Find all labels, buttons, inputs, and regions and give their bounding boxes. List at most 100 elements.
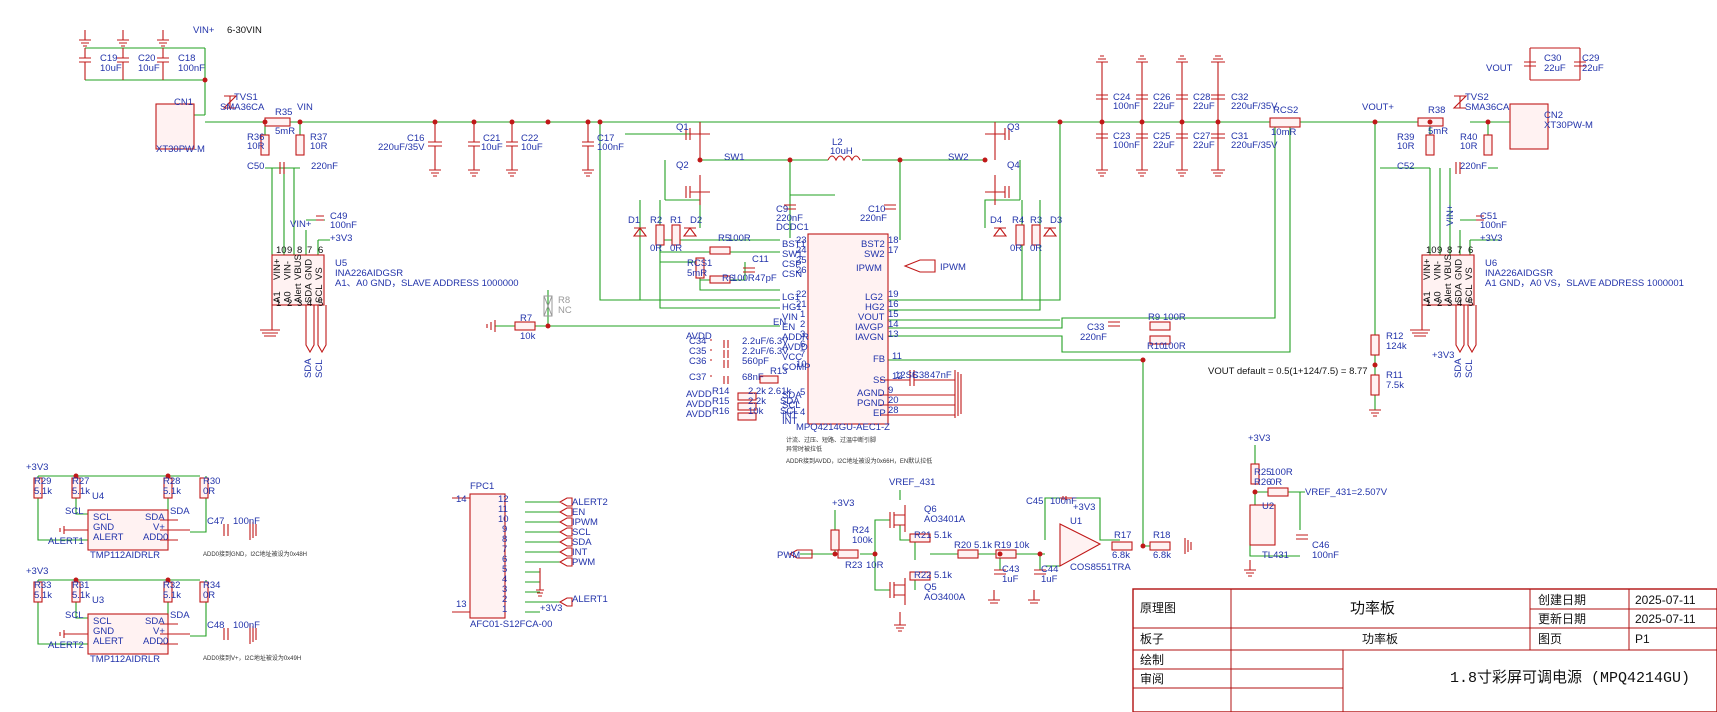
component-label: 6-30VIN — [227, 25, 262, 36]
component-label: 18 — [888, 235, 899, 246]
component-label: AVDD — [686, 389, 712, 400]
note-text: 计流、过压、短路、过温中断引脚 — [786, 436, 876, 444]
project-title: 1.8寸彩屏可调电源 (MPQ4214GU) — [1450, 669, 1690, 687]
component-label: 10 — [498, 514, 509, 525]
resistor-r21 — [909, 533, 931, 543]
ground-symbols-top — [79, 30, 169, 47]
component-label: R25 — [1254, 467, 1271, 478]
component-label: PWM — [777, 550, 800, 561]
component-label: 0R — [670, 243, 682, 254]
component-label: RCS2 — [1273, 105, 1298, 116]
ina-pin-name: SCL — [314, 285, 325, 303]
component-label: 0R — [203, 590, 215, 601]
component-label: 7.5k — [1386, 380, 1404, 391]
component-label: C20 — [138, 53, 155, 64]
resistor-r33 — [33, 581, 43, 603]
component-label: 5.1k — [934, 530, 952, 541]
component-label: TVS2 — [1465, 92, 1489, 103]
ina-pin-name: VIN+ — [272, 258, 283, 280]
ina-pin-name: SDA — [304, 283, 315, 303]
component-label: 1uF — [1002, 574, 1019, 585]
component-label: PWM — [572, 557, 595, 568]
component-label: 6.8k — [1153, 550, 1171, 561]
component-label: 10k — [748, 406, 764, 417]
component-label: V+ — [153, 626, 165, 637]
component-label: +3V3 — [1073, 502, 1095, 513]
component-label: 100R — [1163, 341, 1186, 352]
component-label: 5mR — [1428, 126, 1448, 137]
component-label: L2 — [832, 137, 843, 148]
pin-number: 5 — [318, 298, 323, 309]
component-label: C34 — [689, 336, 706, 347]
component-label: SCL — [782, 400, 800, 411]
component-label: EP — [873, 408, 886, 419]
component-label: R18 — [1153, 530, 1170, 541]
board-value: 功率板 — [1362, 631, 1398, 646]
component-label: C47 — [207, 516, 224, 527]
component-label: AVDD — [686, 399, 712, 410]
component-label: 2.61k — [768, 386, 791, 397]
resistor-r29 — [33, 477, 43, 499]
pin-number: 10 — [276, 245, 287, 256]
component-label: TL431 — [1262, 550, 1289, 561]
component-label: 100nF — [597, 142, 624, 153]
component-label: C17 — [597, 133, 614, 144]
pin-number: 4 — [307, 298, 312, 309]
component-label: AO3401A — [924, 514, 966, 525]
component-label: C49 — [330, 211, 347, 222]
component-label: C21 — [483, 133, 500, 144]
resistor-r25 — [1250, 463, 1260, 485]
component-label: 9 — [502, 524, 507, 535]
component-label: CSP — [782, 259, 802, 270]
component-label: C36 — [689, 356, 706, 367]
ground-r7 — [486, 320, 496, 332]
component-label: U1 — [1070, 516, 1082, 527]
tvs-diode-tvs1 — [222, 95, 238, 109]
component-label: 12SS — [895, 370, 918, 381]
ina-pin-name: GND — [304, 259, 315, 280]
opamp-u1 — [1059, 523, 1102, 567]
component-label: 10uH — [830, 146, 853, 157]
pin-number: 1 — [1426, 298, 1431, 309]
capacitor-c19 — [79, 48, 91, 80]
title-block: 原理图 功率板 创建日期 2025-07-11 更新日期 2025-07-11 … — [1132, 588, 1717, 712]
component-label: R5 — [718, 233, 730, 244]
component-label: R36 — [247, 132, 264, 143]
component-label: XT30PW-M — [1544, 120, 1593, 131]
ic-u5-ina226 — [271, 254, 325, 306]
component-label: VOUT — [1486, 63, 1513, 74]
updated-label: 更新日期 — [1538, 611, 1586, 626]
component-label: 12 — [892, 371, 903, 382]
component-label: 11 — [892, 351, 902, 362]
component-label: ADDR — [782, 332, 809, 343]
capacitor-c52 — [1455, 162, 1461, 174]
capacitor-c18 — [157, 48, 169, 80]
component-label: C46 — [1312, 540, 1329, 551]
component-label: C19 — [100, 53, 117, 64]
component-label: 22 — [796, 289, 807, 300]
ina-pin-name: GND — [1454, 259, 1465, 280]
component-label: C11 — [752, 254, 769, 265]
component-label: AFC01-S12FCA-00 — [470, 619, 552, 630]
pin-number: 10 — [1426, 245, 1437, 256]
resistor-r37 — [295, 134, 305, 156]
i2c-stubs — [260, 305, 1477, 354]
inductor-l2 — [827, 155, 861, 162]
resistor-r10 — [1149, 335, 1171, 345]
resistor-r12 — [1370, 334, 1380, 356]
component-label: 22uF — [1544, 63, 1566, 74]
resistor-r8-nc — [543, 295, 553, 317]
component-label: 15 — [888, 309, 899, 320]
capacitor-c45 — [1060, 496, 1075, 500]
resistor-r30 — [199, 477, 209, 499]
component-label: U3 — [92, 595, 104, 606]
component-label: R19 — [994, 540, 1011, 551]
page-value: P1 — [1635, 632, 1650, 646]
component-label: ADD0 — [143, 636, 168, 647]
component-label: NC — [558, 305, 572, 316]
component-label: 9 — [888, 385, 893, 396]
component-label: 10k — [1014, 540, 1030, 551]
component-label: 22uF — [1193, 140, 1215, 151]
pin-number: 4 — [1457, 298, 1462, 309]
